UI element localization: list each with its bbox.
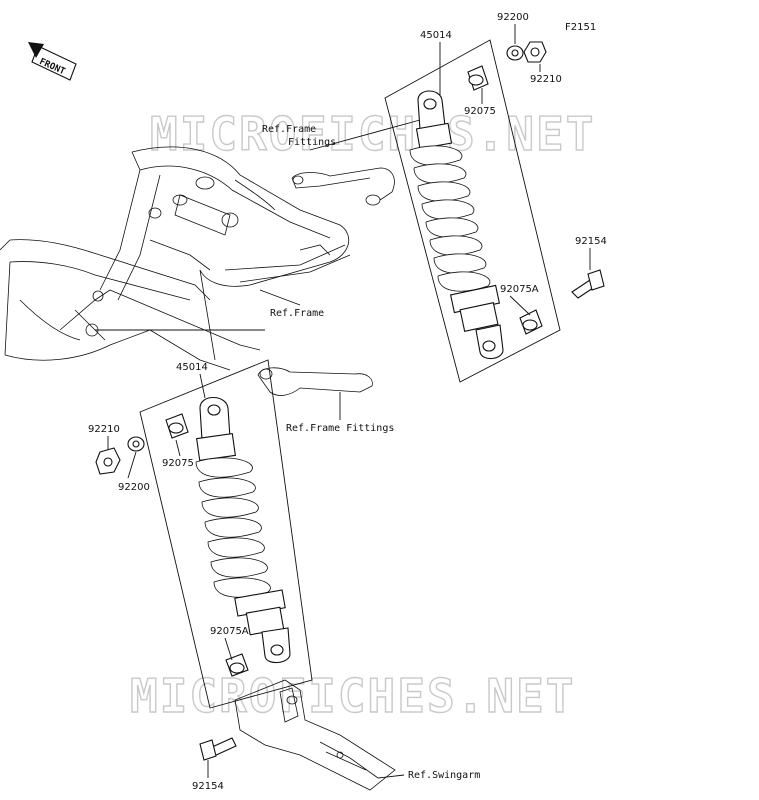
label-lower-45014: 45014 (176, 362, 208, 373)
label-upper-45014: 45014 (420, 30, 452, 41)
watermark-bottom: MICROFICHES.NET (130, 669, 575, 723)
ref-frame: Ref.Frame (270, 308, 324, 319)
lower-hardware (95, 413, 249, 761)
label-lower-92154: 92154 (192, 781, 224, 792)
swingarm-bracket (234, 679, 396, 791)
ref-swingarm: Ref.Swingarm (408, 770, 480, 781)
upper-hardware (467, 41, 605, 335)
ref-frame-fittings-line1: Ref.Frame (262, 124, 316, 135)
front-arrow-icon: FRONT (28, 42, 77, 81)
watermark-top: MICROFICHES.NET (150, 107, 595, 161)
label-upper-92075a: 92075A (500, 284, 539, 295)
upper-shock-absorber (409, 90, 504, 360)
ref-frame-fittings-line2: Fittings (288, 137, 336, 148)
figure-code: F2151 (565, 22, 596, 33)
label-upper-92200: 92200 (497, 12, 529, 23)
label-upper-92075: 92075 (464, 106, 496, 117)
lower-shock-panel (139, 359, 313, 709)
label-upper-92154: 92154 (575, 236, 607, 247)
label-lower-92075: 92075 (162, 458, 194, 469)
label-upper-92210: 92210 (530, 74, 562, 85)
leader-lines (95, 24, 591, 779)
upper-frame-fitting (291, 167, 395, 206)
frame-illustration (0, 146, 351, 371)
label-lower-92075a: 92075A (210, 626, 249, 637)
ref-frame-fittings-lower: Ref.Frame Fittings (286, 423, 394, 434)
upper-shock-panel (384, 39, 561, 383)
label-lower-92210: 92210 (88, 424, 120, 435)
lower-shock-absorber (195, 396, 291, 664)
label-lower-92200: 92200 (118, 482, 150, 493)
lower-frame-fitting (257, 367, 373, 396)
